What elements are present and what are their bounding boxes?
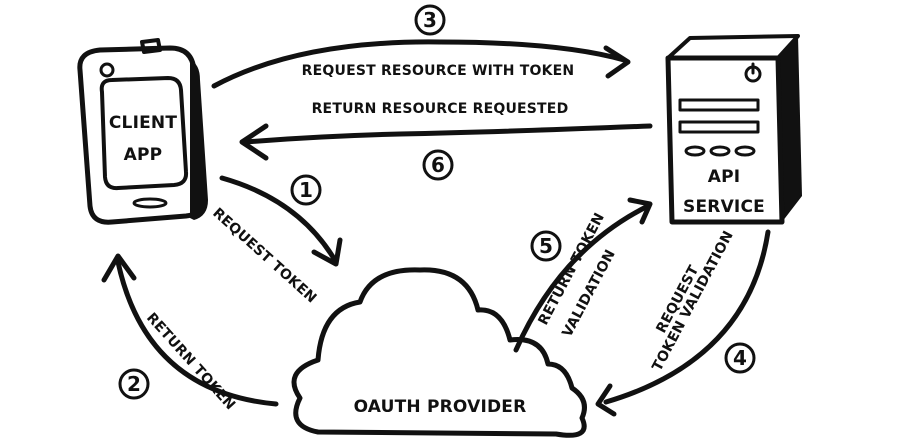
api-service-label-line1: API	[708, 167, 741, 187]
client-app-label-line1: CLIENT	[109, 113, 177, 133]
step-1-arrow: 1 REQUEST TOKEN	[209, 174, 343, 307]
oauth-provider-label: OAUTH PROVIDER	[354, 397, 527, 417]
step-6-label: RETURN RESOURCE REQUESTED	[312, 101, 569, 117]
step-2-number: 2	[127, 372, 141, 396]
step-4-arrow: 4 REQUEST TOKEN VALIDATION	[595, 228, 771, 417]
step-5-arrow: 5 RETURN TOKEN VALIDATION	[513, 197, 653, 353]
step-2-label: RETURN TOKEN	[143, 310, 238, 413]
step-4-number: 4	[733, 346, 747, 370]
step-3-label: REQUEST RESOURCE WITH TOKEN	[302, 63, 575, 79]
step-6-number: 6	[431, 153, 445, 177]
api-service-label-line2: SERVICE	[683, 197, 765, 217]
step-2-arrow: 2 RETURN TOKEN	[101, 253, 279, 413]
api-service-server: API SERVICE	[665, 34, 802, 225]
client-app-label-line2: APP	[124, 145, 163, 165]
step-6-arrow: 6 RETURN RESOURCE REQUESTED	[239, 101, 653, 181]
step-4-label-line2: TOKEN VALIDATION	[649, 228, 736, 373]
oauth-provider-cloud: OAUTH PROVIDER	[291, 267, 587, 438]
client-app-phone: CLIENT APP	[77, 38, 208, 225]
step-5-number: 5	[539, 234, 553, 258]
step-3-arrow: 3 REQUEST RESOURCE WITH TOKEN	[211, 4, 631, 89]
step-1-number: 1	[299, 178, 313, 202]
step-3-number: 3	[423, 8, 437, 32]
